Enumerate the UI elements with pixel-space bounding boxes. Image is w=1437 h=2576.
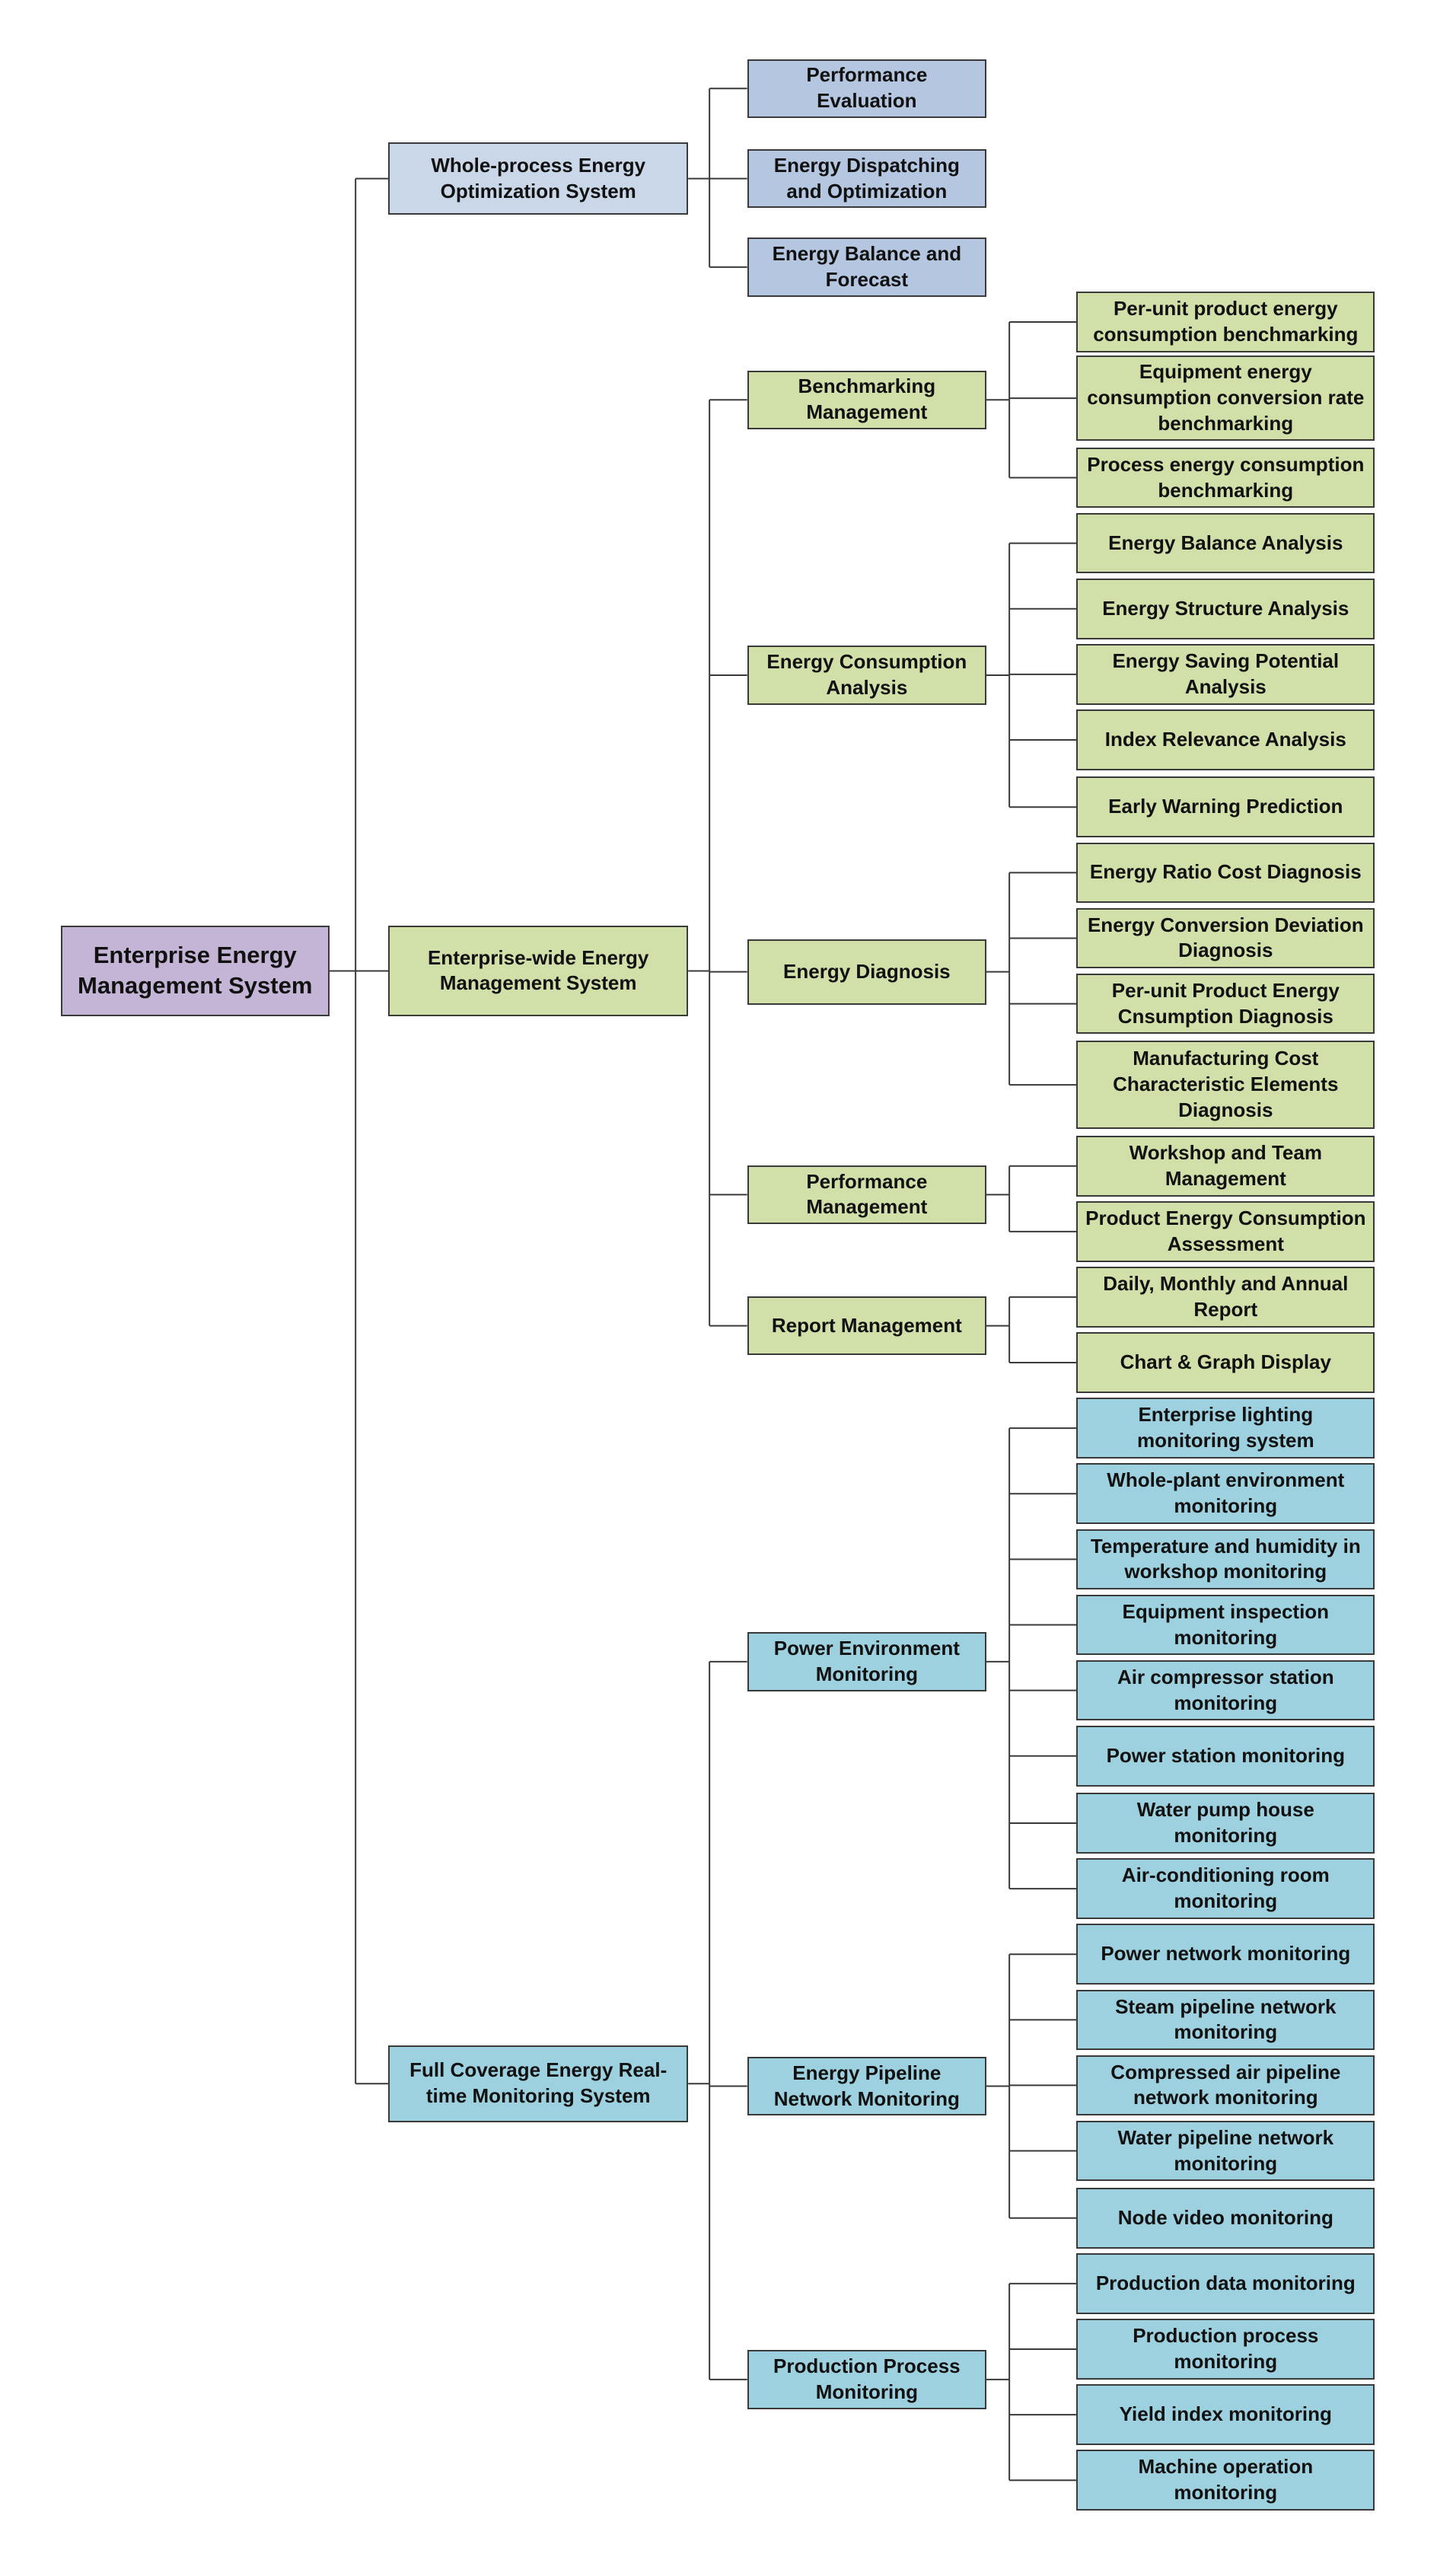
item-node-energy-saving-potential-analysis: Energy Saving Potential Analysis [1076, 644, 1375, 705]
module-node-energy-pipeline-network-monitoring: Energy Pipeline Network Monitoring [747, 2056, 986, 2116]
item-node-production-data-monitoring: Production data monitoring [1076, 2253, 1375, 2314]
item-node-air-compressor-station-monitoring: Air compressor station monitoring [1076, 1659, 1375, 1721]
item-node-early-warning-prediction: Early Warning Prediction [1076, 776, 1375, 838]
item-node-machine-operation-monitoring: Machine operation monitoring [1076, 2450, 1375, 2511]
item-node-temperature-and-humidity-in-workshop-monitoring: Temperature and humidity in workshop mon… [1076, 1529, 1375, 1590]
item-node-air-conditioning-room-monitoring: Air-conditioning room monitoring [1076, 1858, 1375, 1919]
item-node-node-video-monitoring: Node video monitoring [1076, 2188, 1375, 2249]
item-node-yield-index-monitoring: Yield index monitoring [1076, 2384, 1375, 2445]
item-node-equipment-inspection-monitoring: Equipment inspection monitoring [1076, 1594, 1375, 1656]
item-node-energy-conversion-deviation-diagnosis: Energy Conversion Deviation Diagnosis [1076, 907, 1375, 969]
root-node-enterprise-energy-management-system: Enterprise Energy Management System [60, 926, 330, 1016]
item-node-power-network-monitoring: Power network monitoring [1076, 1924, 1375, 1985]
module-node-energy-balance-and-forecast: Energy Balance and Forecast [747, 238, 986, 297]
item-node-per-unit-product-energy-cnsumption-diagnosis: Per-unit Product Energy Cnsumption Diagn… [1076, 973, 1375, 1035]
item-node-energy-balance-analysis: Energy Balance Analysis [1076, 512, 1375, 574]
item-node-daily-monthly-and-annual-report: Daily, Monthly and Annual Report [1076, 1267, 1375, 1328]
item-node-manufacturing-cost-characteristic-elements-diagnosis: Manufacturing Cost Characteristic Elemen… [1076, 1041, 1375, 1130]
item-node-whole-plant-environment-monitoring: Whole-plant environment monitoring [1076, 1463, 1375, 1525]
module-node-energy-dispatching-and-optimization: Energy Dispatching and Optimization [747, 148, 986, 209]
system-node-enterprise-wide-energy-management-system: Enterprise-wide Energy Management System [388, 926, 689, 1016]
module-node-performance-evaluation: Performance Evaluation [747, 59, 986, 118]
item-node-equipment-energy-consumption-conversion-rate-benchmarking: Equipment energy consumption conversion … [1076, 355, 1375, 442]
item-node-steam-pipeline-network-monitoring: Steam pipeline network monitoring [1076, 1989, 1375, 2051]
module-node-energy-diagnosis: Energy Diagnosis [747, 939, 986, 1005]
item-node-energy-ratio-cost-diagnosis: Energy Ratio Cost Diagnosis [1076, 842, 1375, 904]
item-node-per-unit-product-energy-consumption-benchmarking: Per-unit product energy consumption benc… [1076, 292, 1375, 352]
system-node-whole-process-energy-optimization-system: Whole-process Energy Optimization System [388, 142, 689, 215]
module-node-report-management: Report Management [747, 1296, 986, 1356]
module-node-performance-management: Performance Management [747, 1165, 986, 1225]
item-node-chart-and-graph-display: Chart & Graph Display [1076, 1332, 1375, 1393]
item-node-process-energy-consumption-benchmarking: Process energy consumption benchmarking [1076, 447, 1375, 509]
item-node-index-relevance-analysis: Index Relevance Analysis [1076, 709, 1375, 770]
item-node-energy-structure-analysis: Energy Structure Analysis [1076, 578, 1375, 639]
module-node-benchmarking-management: Benchmarking Management [747, 370, 986, 429]
item-node-power-station-monitoring: Power station monitoring [1076, 1725, 1375, 1787]
item-node-water-pipeline-network-monitoring: Water pipeline network monitoring [1076, 2120, 1375, 2182]
module-node-power-environment-monitoring: Power Environment Monitoring [747, 1632, 986, 1691]
item-node-water-pump-house-monitoring: Water pump house monitoring [1076, 1793, 1375, 1854]
item-node-product-energy-consumption-assessment: Product Energy Consumption Assessment [1076, 1201, 1375, 1262]
module-node-energy-consumption-analysis: Energy Consumption Analysis [747, 646, 986, 705]
system-node-full-coverage-energy-real-time-monitoring-system: Full Coverage Energy Real-time Monitorin… [388, 2045, 689, 2122]
item-node-enterprise-lighting-monitoring-system: Enterprise lighting monitoring system [1076, 1398, 1375, 1459]
module-node-production-process-monitoring: Production Process Monitoring [747, 2350, 986, 2409]
item-node-workshop-and-team-management: Workshop and Team Management [1076, 1135, 1375, 1197]
item-node-compressed-air-pipeline-network-monitoring: Compressed air pipeline network monitori… [1076, 2055, 1375, 2116]
item-node-production-process-monitoring: Production process monitoring [1076, 2319, 1375, 2380]
